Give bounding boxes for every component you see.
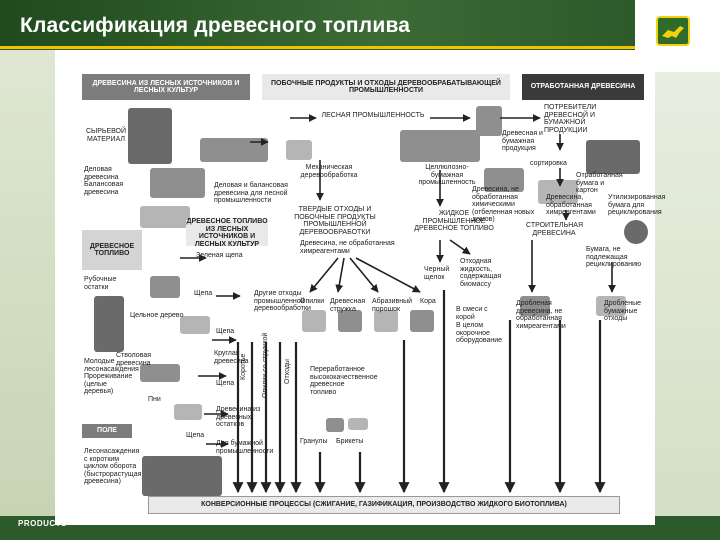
header-wood-source: ДРЕВЕСИНА ИЗ ЛЕСНЫХ ИСТОЧНИКОВ И ЛЕСНЫХ … — [82, 74, 250, 100]
label-recyclable-paper: Утилизированная бумага для рециклировани… — [608, 194, 666, 216]
label-paper-chips: Для бумажной промышленности — [216, 440, 274, 455]
sawdust-image — [302, 310, 326, 332]
label-pulp-industry: Целлюлозно-бумажная промышленность — [418, 164, 476, 186]
label-consumers: ПОТРЕБИТЕЛИ ДРЕВЕСНОЙ И БУМАЖНОЙ ПРОДУКЦ… — [544, 104, 597, 134]
header-band — [0, 0, 635, 46]
label-mixed-with-bark: В смеси с корой — [456, 306, 488, 321]
recycled-wood-image — [484, 168, 524, 192]
label-felling-residues: Рубочные остатки — [84, 276, 117, 291]
forest-fuel-box: ДРЕВЕСНОЕ ТОПЛИВО ИЗ ЛЕСНЫХ ИСТОЧНИКОВ И… — [186, 218, 268, 248]
label-not-recyclable-paper: Бумага, не подлежащая рециклированию — [586, 246, 642, 268]
label-shavings: Древесная стружка — [330, 298, 366, 313]
consumer-buildings-image — [586, 140, 640, 174]
label-pellets: Гранулы — [300, 438, 328, 445]
label-demolition-wood: СТРОИТЕЛЬНАЯ ДРЕВЕСИНА — [526, 222, 584, 237]
label-sawdust: Опилки — [300, 298, 325, 305]
shavings-image — [338, 310, 362, 332]
log-pile-image — [150, 168, 205, 198]
label-forest-industry: ЛЕСНАЯ ПРОМЫШЛЕННОСТЬ — [321, 112, 425, 119]
label-chips-bottom: Щепа — [186, 432, 205, 439]
label-chips-mid: Щепа — [216, 328, 235, 335]
label-chips-low: Щепа — [216, 380, 235, 387]
header-byproducts: ПОБОЧНЫЕ ПРОДУКТЫ И ОТХОДЫ ДЕРЕВООБРАБАТ… — [262, 74, 510, 100]
bark-image — [410, 310, 434, 332]
pellets-image — [326, 418, 344, 432]
label-short-rotation: Лесонасаждения с коротким циклом оборота… — [84, 448, 142, 485]
factory-image — [400, 130, 480, 162]
gold-accent-bar — [0, 46, 635, 49]
recycle-symbol-image — [624, 220, 648, 244]
label-waste-paper: Отработанная бумага и картон — [576, 172, 623, 194]
label-black-liquor: Черный щелок — [424, 266, 450, 281]
label-sorting: сортировка — [530, 160, 567, 167]
label-stumps: Пни — [148, 396, 161, 403]
right-decor-strip — [655, 72, 720, 520]
stem-image — [140, 364, 180, 382]
chips-image — [180, 316, 210, 334]
label-paper-products: Древесная и бумажная продукция — [502, 130, 543, 152]
label-treated-wood: Древесина, обработанная химреагентами — [546, 194, 596, 216]
label-bark: Кора — [420, 298, 436, 305]
residue-image — [150, 276, 180, 298]
label-liquid-fuel: ЖИДКОЕ ПРОМЫШЛЕННОЕ ДРЕВЕСНОЕ ТОПЛИВО — [414, 210, 494, 232]
fuel-wood-box: ДРЕВЕСНОЕ ТОПЛИВО — [82, 230, 142, 270]
forest-image — [128, 108, 172, 164]
header-recycled: ОТРАБОТАННАЯ ДРЕВЕСИНА — [522, 74, 644, 100]
label-crushed-paper: Дробленые бумажные отходы — [604, 300, 641, 322]
label-briquettes: Брикеты — [336, 438, 364, 445]
crushed-paper-image — [596, 296, 626, 316]
label-commercial-wood: Деловая древесина Балансовая древесина — [84, 166, 124, 196]
stump-image — [174, 404, 202, 420]
left-decor-strip — [0, 50, 55, 520]
label-chips-top: Щепа — [194, 290, 213, 297]
label-untreated-by-products: Древесина, не обработанная химреагентами — [300, 240, 395, 255]
sawmill-image — [286, 140, 312, 160]
label-industrial-wastes: Другие отходы промышленной деревообработ… — [254, 290, 311, 312]
label-whole-tree: Цельное дерево — [130, 312, 184, 319]
label-raw-material: СЫРЬЕВОЙ МАТЕРИАЛ — [85, 128, 127, 143]
conversion-box: КОНВЕРСИОННЫЕ ПРОЦЕССЫ (СЖИГАНИЕ, ГАЗИФИ… — [148, 496, 620, 514]
label-untreated-wood: Древесина, не обработанная химическими (… — [472, 186, 535, 223]
briquettes-image — [348, 418, 368, 430]
label-logs-for-industry: Деловая и балансовая древесина для лесно… — [214, 182, 288, 204]
deer-logo-icon — [656, 16, 690, 46]
label-stemwood: Стволовая древесина — [116, 352, 152, 367]
paper-rolls-image — [476, 106, 502, 136]
sanding-image — [374, 310, 398, 332]
label-mech-processing: Механическая деревообработка — [300, 164, 358, 179]
label-small-trees: Молодые лесонасаждения Прореживание (цел… — [84, 358, 139, 395]
label-processed-fuel: Переработанное высококачественное древес… — [310, 366, 378, 396]
label-round-wood: Круглая древесина — [214, 350, 249, 365]
footer-text: PRODUCTS — [18, 519, 67, 528]
field-box: ПОЛЕ — [82, 424, 132, 438]
whole-tree-image — [94, 296, 124, 352]
label-sanding-dust: Абразивный порошок — [372, 298, 413, 313]
slide-title: Классификация древесного топлива — [20, 14, 411, 37]
label-tall-oil: Отходная жидкость, содержащая биомассу — [460, 258, 502, 288]
short-rotation-image — [142, 456, 222, 496]
timber-image — [140, 206, 190, 228]
label-solid-residues: ТВЕРДЫЕ ОТХОДЫ И ПОБОЧНЫЕ ПРОДУКТЫ ПРОМЫ… — [294, 206, 376, 236]
label-green-chips: Зеленая щепа — [196, 252, 243, 259]
label-bark-removal: В целом окорочное оборудование — [456, 322, 503, 344]
crushed-wood-image — [520, 296, 550, 316]
label-recovered-wood: Дробленая древесина, не обработанная хим… — [516, 300, 566, 330]
